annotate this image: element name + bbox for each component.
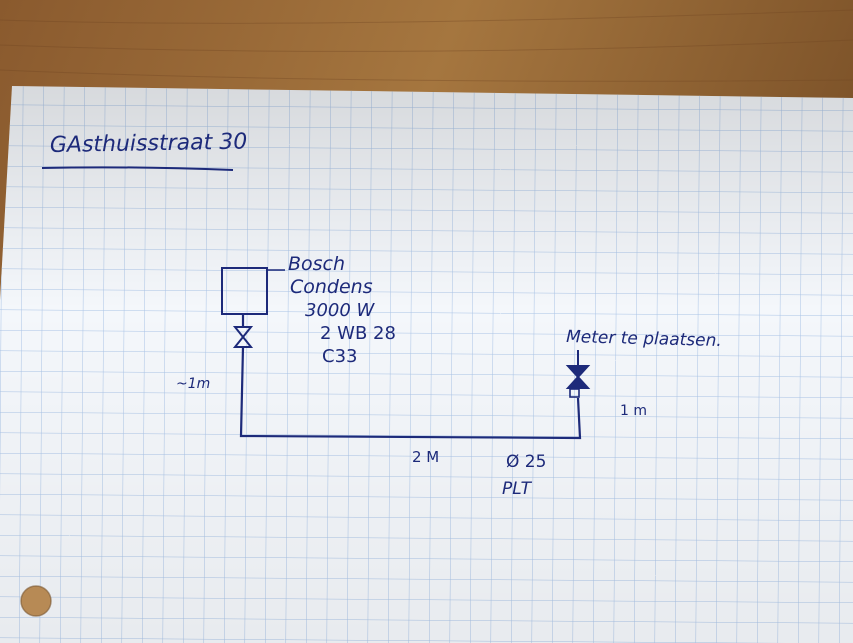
vertical-length-left: ~1m [176, 376, 210, 392]
wood-grain [0, 9, 853, 82]
gas-meter-icon [565, 350, 591, 398]
pipe-material: PLT [502, 479, 533, 499]
gas-pipe [239, 314, 582, 440]
boiler-model: 2 WB 28 [320, 323, 396, 344]
meter-note: Meter te plaatsen. [566, 327, 722, 351]
boiler-box [221, 267, 268, 315]
boiler-brand: Bosch [288, 253, 345, 275]
pipe-diameter: Ø 25 [506, 452, 546, 472]
boiler-type: Condens [290, 276, 373, 298]
title-underline [41, 166, 234, 171]
paper-shading [0, 86, 853, 643]
boiler-power: 3000 W [305, 300, 376, 321]
boiler-category: C33 [322, 346, 357, 367]
horizontal-length: 2 M [412, 448, 439, 466]
punch-hole [21, 586, 51, 616]
vertical-length-right: 1 m [620, 403, 647, 419]
gas-valve-icon [232, 326, 254, 348]
page-title: GAsthuisstraat 30 [50, 130, 248, 158]
